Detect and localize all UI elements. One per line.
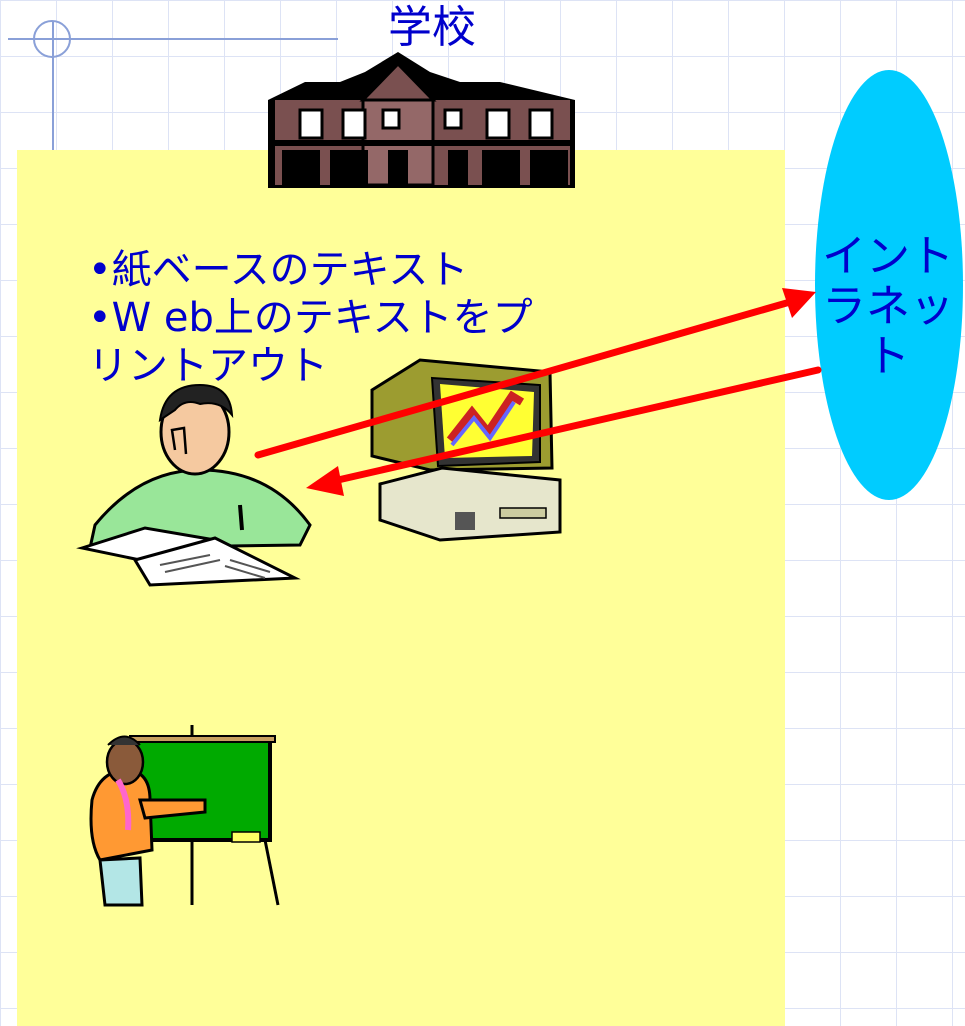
title-rule — [8, 38, 338, 40]
bullet-list: •紙ベースのテキスト •W eb上のテキストをプ リントアウト — [70, 246, 533, 390]
arrow-to-intranet — [254, 288, 816, 459]
arrow-from-intranet — [306, 366, 822, 496]
intranet-oval — [815, 70, 963, 500]
bullet-paper-text: •紙ベースのテキスト — [88, 247, 469, 293]
title-rule-circle — [33, 20, 71, 58]
student-icon — [76, 383, 312, 587]
school-area — [17, 150, 785, 1026]
intranet-label: イント ラネッ ト — [822, 231, 954, 382]
bullet-web-text: •W eb上のテキストをプ — [88, 295, 533, 341]
school-building-icon — [268, 52, 575, 188]
school-label: 学校 — [388, 2, 476, 53]
teacher-icon — [89, 725, 280, 907]
bullet-web-text-continuation: リントアウト — [88, 343, 328, 389]
title-vertical-rule — [52, 22, 54, 150]
